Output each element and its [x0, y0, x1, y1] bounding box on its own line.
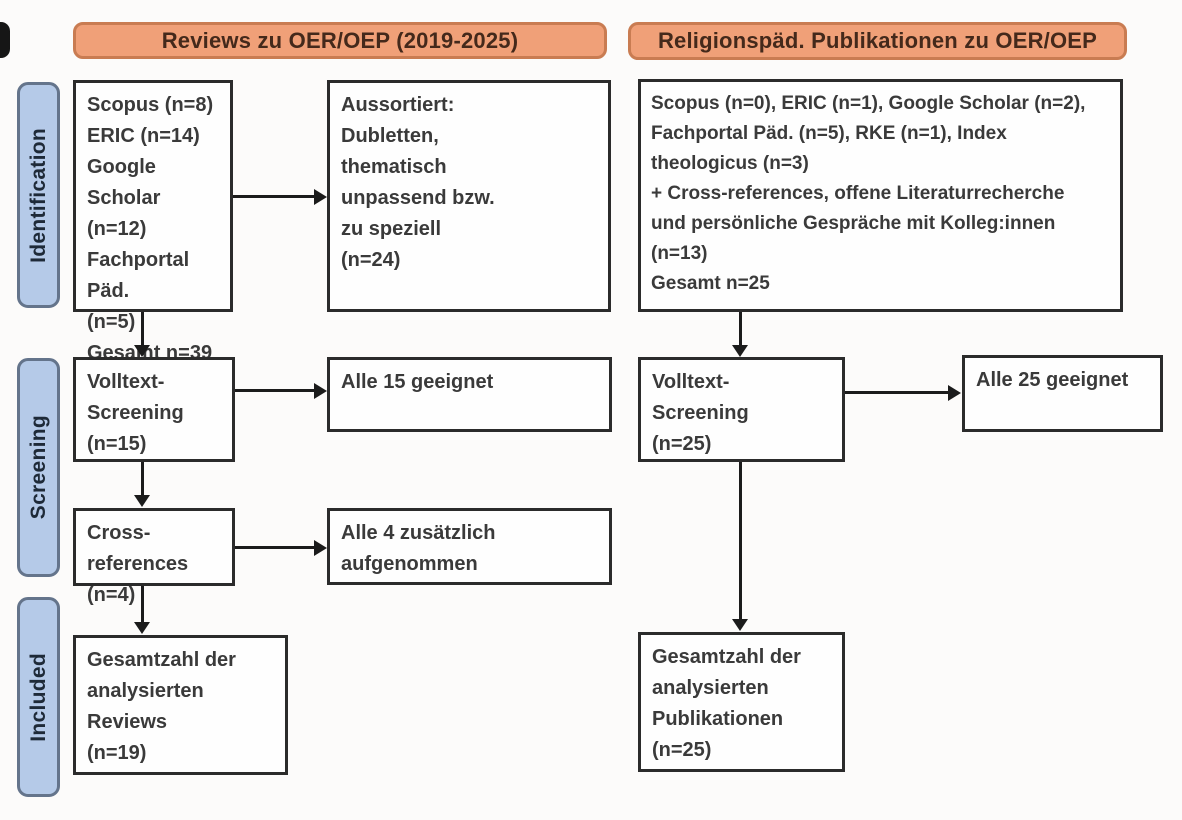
box-right-fulltext-result-text: Alle 25 geeignet	[976, 369, 1129, 391]
column-header-religionspaed: Religionspäd. Publikationen zu OER/OEP	[628, 22, 1127, 60]
arrowhead-right-fulltext-to-included	[732, 619, 748, 631]
box-right-fulltext-text: Volltext- Screening (n=25)	[652, 371, 749, 455]
stage-label-identification-text: Identification	[26, 127, 50, 263]
stage-label-screening: Screening	[17, 358, 60, 577]
column-header-reviews-label: Reviews zu OER/OEP (2019-2025)	[161, 27, 519, 53]
box-left-sources: Scopus (n=8) ERIC (n=14) Google Scholar …	[73, 80, 233, 364]
stage-label-screening-text: Screening	[26, 415, 50, 520]
box-left-excluded-text: Aussortiert: Dubletten, thematisch unpas…	[341, 94, 495, 271]
box-left-crossref-result: Alle 4 zusätzlich aufgenommen	[327, 508, 612, 585]
arrowhead-left-crossref-to-result	[314, 540, 327, 556]
box-left-excluded: Aussortiert: Dubletten, thematisch unpas…	[327, 80, 611, 312]
arrow-left-sources-to-excluded	[233, 195, 315, 198]
arrow-right-fulltext-to-result	[845, 391, 949, 394]
box-right-included-total-text: Gesamtzahl der analysierten Publikatione…	[652, 646, 801, 761]
arrow-left-fulltext-to-result	[235, 389, 315, 392]
arrow-left-fulltext-to-crossref	[141, 462, 144, 496]
box-left-fulltext-result-text: Alle 15 geeignet	[341, 371, 494, 393]
box-left-crossref-result-text: Alle 4 zusätzlich aufgenommen	[341, 522, 496, 575]
arrowhead-left-crossref-to-included	[134, 622, 150, 634]
arrowhead-left-sources-to-fulltext	[134, 345, 150, 357]
stage-label-included: Included	[17, 597, 60, 797]
box-right-fulltext-screening: Volltext- Screening (n=25)	[638, 357, 845, 462]
box-left-crossreferences-text: Cross-references (n=4)	[87, 522, 189, 606]
arrow-left-crossref-to-included	[141, 586, 144, 623]
box-left-crossreferences: Cross-references (n=4)	[73, 508, 235, 606]
box-left-included-total-text: Gesamtzahl der analysierten Reviews (n=1…	[87, 649, 236, 764]
box-right-fulltext-result: Alle 25 geeignet	[962, 355, 1163, 432]
cropped-label-fragment	[0, 22, 10, 58]
arrow-left-crossref-to-result	[235, 546, 315, 549]
arrowhead-left-sources-to-excluded	[314, 189, 327, 205]
arrow-left-sources-to-fulltext	[141, 312, 144, 346]
arrow-right-fulltext-to-included	[739, 462, 742, 620]
stage-label-identification: Identification	[17, 82, 60, 308]
box-left-sources-text: Scopus (n=8) ERIC (n=14) Google Scholar …	[87, 94, 214, 364]
stage-label-included-text: Included	[26, 652, 50, 742]
box-left-fulltext-screening: Volltext- Screening (n=15)	[73, 357, 235, 462]
arrowhead-right-fulltext-to-result	[948, 385, 961, 401]
box-left-included-total: Gesamtzahl der analysierten Reviews (n=1…	[73, 635, 288, 775]
arrowhead-left-fulltext-to-result	[314, 383, 327, 399]
box-right-sources: Scopus (n=0), ERIC (n=1), Google Scholar…	[638, 79, 1123, 312]
box-left-fulltext-result: Alle 15 geeignet	[327, 357, 612, 432]
column-header-reviews: Reviews zu OER/OEP (2019-2025)	[73, 22, 607, 59]
arrowhead-left-fulltext-to-crossref	[134, 495, 150, 507]
arrow-right-sources-to-fulltext	[739, 312, 742, 346]
arrowhead-right-sources-to-fulltext	[732, 345, 748, 357]
box-left-fulltext-text: Volltext- Screening (n=15)	[87, 371, 184, 455]
box-right-sources-text: Scopus (n=0), ERIC (n=1), Google Scholar…	[651, 93, 1086, 294]
column-header-religionspaed-label: Religionspäd. Publikationen zu OER/OEP	[657, 28, 1098, 53]
box-right-included-total: Gesamtzahl der analysierten Publikatione…	[638, 632, 845, 772]
